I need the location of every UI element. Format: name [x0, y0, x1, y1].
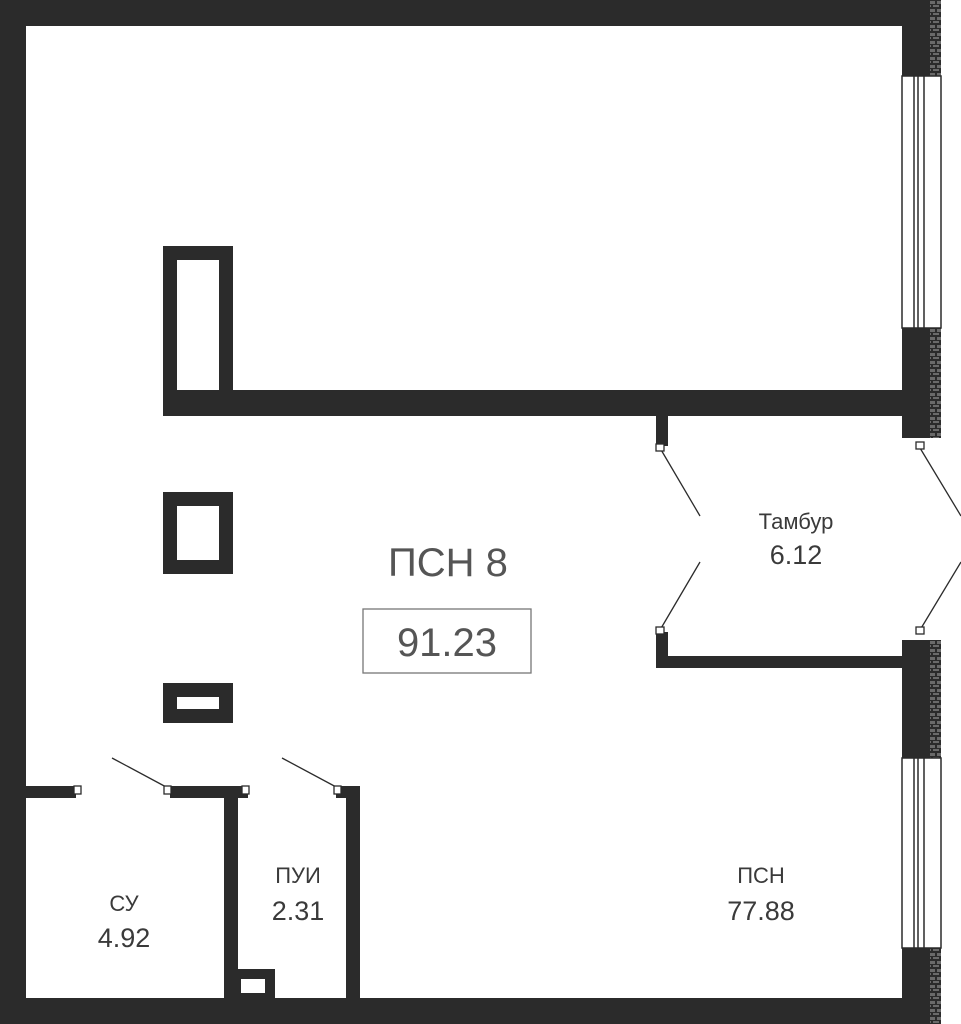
- wall-right-segment-1: [902, 0, 930, 76]
- facade-cladding: [930, 0, 941, 1024]
- unit-title: ПСН 8: [388, 541, 508, 585]
- room-area-su: 4.92: [98, 923, 151, 953]
- room-label-su: СУ 4.92: [98, 891, 151, 953]
- room-name-su: СУ: [109, 891, 139, 916]
- cladding-4: [930, 948, 941, 1024]
- cladding-3: [930, 640, 941, 758]
- doors: [73, 441, 961, 795]
- door-tambur-left: [655, 443, 701, 635]
- duct-small: [231, 969, 275, 1003]
- room-label-psn: ПСН 77.88: [727, 863, 795, 926]
- cladding-2: [930, 328, 941, 438]
- room-name-psn: ПСН: [737, 863, 785, 888]
- duct-upper: [163, 246, 233, 416]
- room-name-tambur: Тамбур: [759, 509, 834, 534]
- wall-bottom: [0, 998, 930, 1024]
- room-label-puy: ПУИ 2.31: [272, 863, 325, 926]
- window-bottom-right: [901, 757, 942, 949]
- door-tambur-right: [915, 441, 961, 635]
- duct-lower: [163, 683, 233, 723]
- wall-tambur-right-stub: [902, 416, 920, 438]
- wall-tambur-lower: [656, 656, 904, 668]
- total-area-box: [362, 608, 532, 674]
- door-puy: [241, 757, 342, 795]
- wall-puy-top-right: [336, 786, 360, 798]
- wall-tambur-stub-lower: [656, 632, 668, 662]
- total-area-value: 91.23: [397, 621, 497, 665]
- wall-tambur-stub-upper: [656, 416, 668, 446]
- wall-right-segment-3: [902, 640, 930, 758]
- room-area-tambur: 6.12: [770, 540, 823, 570]
- wall-right-segment-4: [902, 948, 930, 1024]
- wall-su-top-left: [26, 786, 76, 798]
- cladding-1: [930, 0, 941, 76]
- wall-top: [0, 0, 930, 26]
- door-su: [73, 757, 172, 795]
- duct-middle: [163, 492, 233, 574]
- wall-su-puy-divider: [224, 786, 238, 998]
- room-area-puy: 2.31: [272, 896, 325, 926]
- wall-puy-right: [346, 786, 360, 998]
- wall-horizontal-upper: [164, 390, 904, 416]
- room-label-tambur: Тамбур 6.12: [759, 509, 834, 570]
- window-top-right: [901, 75, 942, 329]
- columns: [163, 246, 275, 1003]
- room-name-puy: ПУИ: [275, 863, 321, 888]
- room-area-psn: 77.88: [727, 896, 795, 926]
- interior-walls: [26, 390, 920, 998]
- wall-left: [0, 0, 26, 1024]
